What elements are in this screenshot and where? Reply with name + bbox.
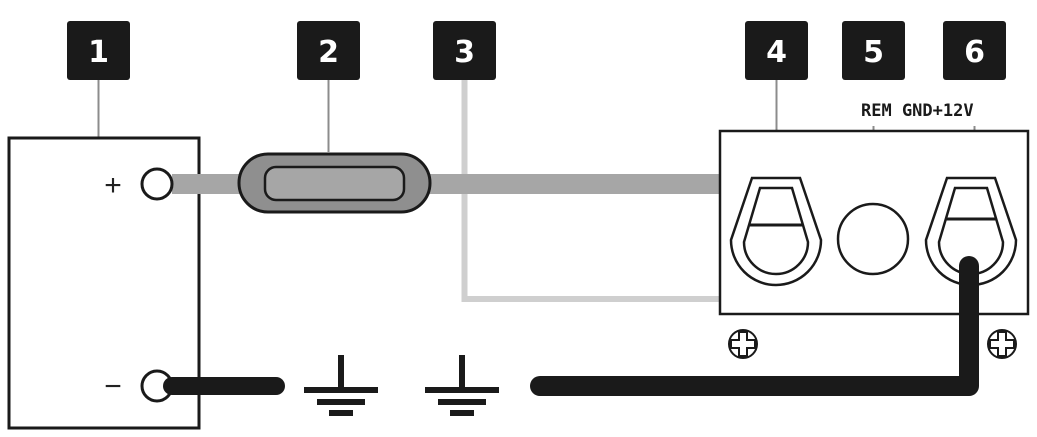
callout-1-label: 1 [88, 35, 109, 70]
callout-4-label: 4 [766, 35, 787, 70]
callout-2: 2 [297, 21, 360, 80]
battery-positive-terminal [140, 167, 174, 201]
callout-6-label: 6 [964, 35, 985, 70]
screw-icon [728, 329, 758, 359]
callout-6: 6 [943, 21, 1006, 80]
fuse-icon [237, 152, 432, 214]
callout-3-label: 3 [454, 35, 475, 70]
battery-plus-sign: + [104, 169, 122, 202]
terminal-block: REM GND+12V [718, 101, 1030, 359]
callout-5: 5 [842, 21, 905, 80]
screw-icon [987, 329, 1017, 359]
callout-4: 4 [745, 21, 808, 80]
callout-2-label: 2 [318, 35, 339, 70]
ground-wire [530, 256, 979, 396]
callout-3: 3 [433, 21, 496, 80]
callout-1: 1 [67, 21, 130, 80]
terminal-block-labels: REM GND+12V [861, 101, 974, 121]
terminal-4-clamp [729, 176, 823, 287]
ground-symbol-icon [425, 355, 499, 416]
ground-symbol-icon [304, 355, 378, 416]
battery-minus-sign: − [104, 370, 122, 403]
callout-5-label: 5 [863, 35, 884, 70]
terminal-5-rem [836, 202, 910, 276]
